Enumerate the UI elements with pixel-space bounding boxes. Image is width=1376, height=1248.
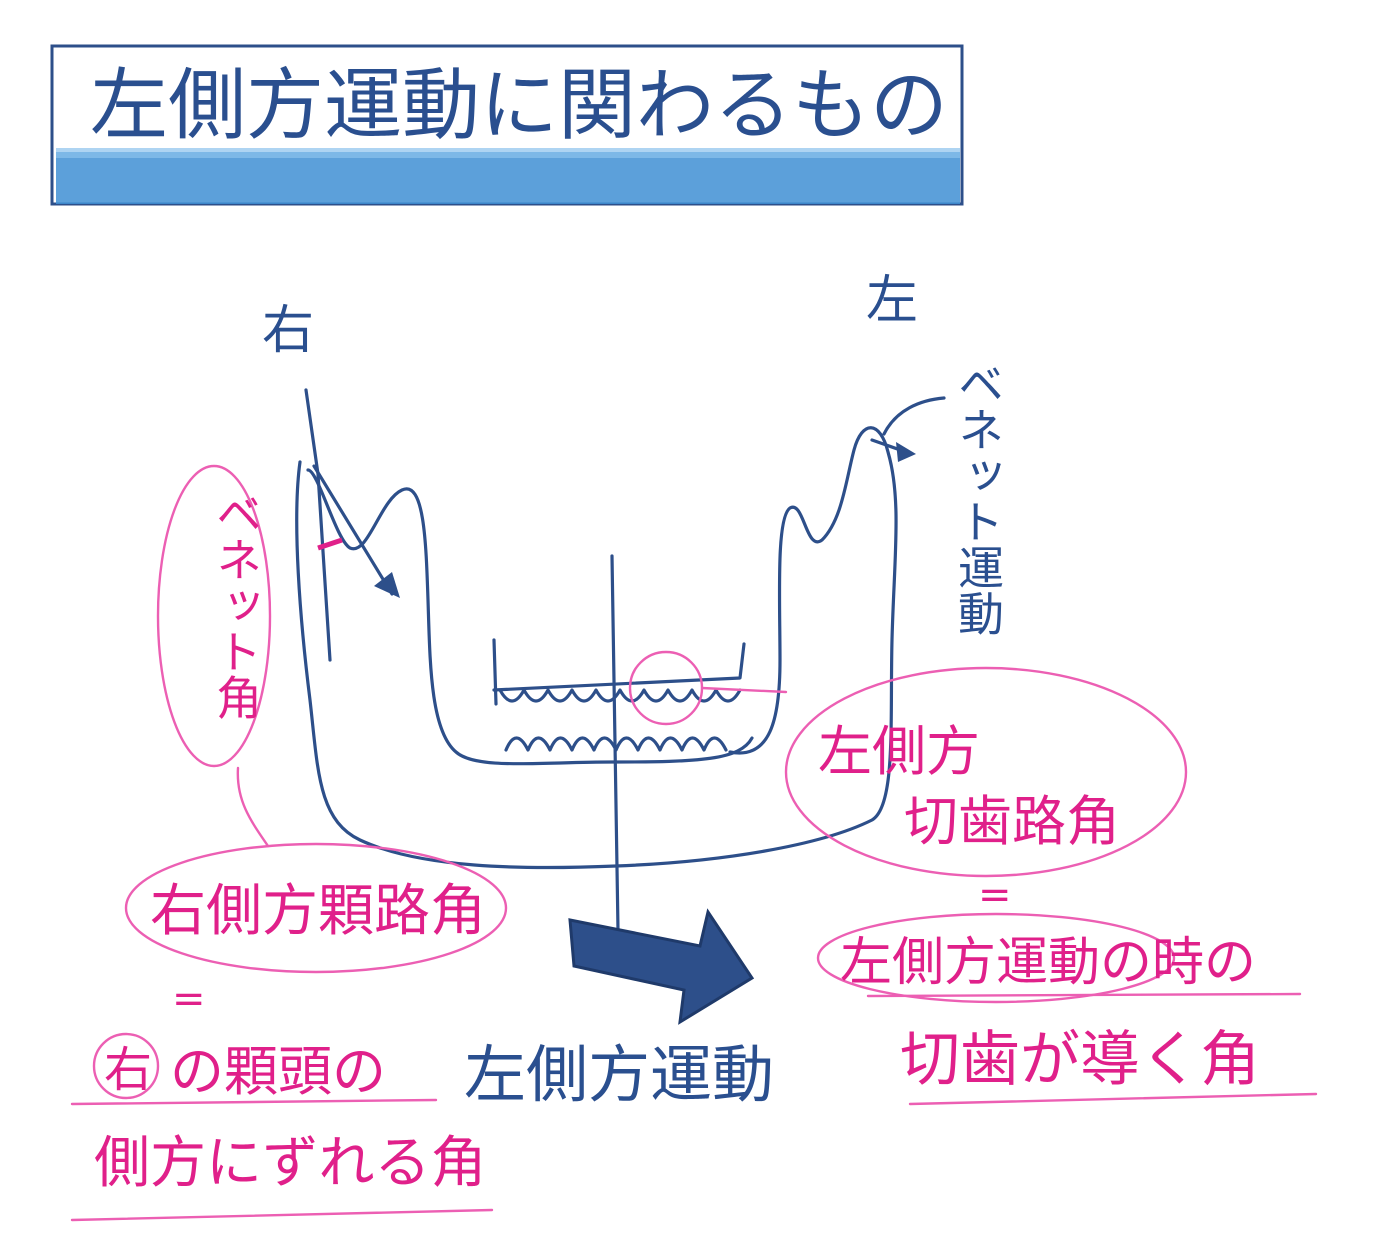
pink-annotations: ベネット角 左側方 切歯路角 右側方顆路角 = = 右 の顆頭の 側方にずれる角… xyxy=(70,464,1318,1222)
left-side-label: 左 xyxy=(866,271,918,331)
explanation-right-line1: の顆頭の xyxy=(170,1040,386,1103)
mandible-outer-outline xyxy=(295,426,898,870)
bennett-angle-mark xyxy=(317,537,343,551)
upper-teeth xyxy=(498,688,742,703)
left-lateral-movement-arrow xyxy=(568,908,755,1025)
condylar-path-bubble xyxy=(124,842,508,974)
right-condyle-arrow xyxy=(312,464,394,596)
mandible-inner-outline xyxy=(306,468,754,766)
explanation-left-underline1 xyxy=(866,992,1302,998)
explanation-left-line2: 切歯が導く角 xyxy=(900,1025,1260,1095)
right-side-label: 右 xyxy=(262,301,314,361)
upper-arch-line xyxy=(492,638,746,706)
midline xyxy=(610,554,620,932)
incisal-path-bubble xyxy=(784,666,1188,878)
explanation-left-bubble xyxy=(816,912,1176,1004)
incisor-circle xyxy=(628,650,704,726)
explanation-left-underline2 xyxy=(908,1092,1318,1106)
right-vertical-axis xyxy=(304,388,332,662)
bennett-angle-connector xyxy=(236,766,270,848)
title-box: 左側方運動に関わるもの xyxy=(50,44,964,206)
lower-teeth xyxy=(504,736,728,752)
equals-mark-left: = xyxy=(978,872,1012,918)
bennett-angle-bubble xyxy=(156,464,272,768)
equals-mark-right: = xyxy=(172,976,206,1022)
explanation-right-underline2 xyxy=(70,1208,494,1222)
explanation-right-underline1 xyxy=(70,1098,438,1106)
explanation-right-line2: 側方にずれる角 xyxy=(94,1131,487,1196)
bennett-movement-label: ベネット運動 xyxy=(951,360,1005,636)
bennett-movement-pointer xyxy=(882,396,946,436)
incisor-connector xyxy=(700,686,788,694)
page-title: 左側方運動に関わるもの xyxy=(90,61,948,151)
movement-label: 左側方運動 xyxy=(464,1038,774,1111)
circled-right-marker xyxy=(92,1032,160,1100)
bennett-angle-label: ベネット角 xyxy=(209,490,263,720)
explanation-left-line1: 左側方運動の時の xyxy=(840,933,1256,993)
incisal-path-label-line2: 切歯路角 xyxy=(904,790,1120,853)
explanation-right-circled: 右 xyxy=(104,1042,152,1098)
incisal-path-label-line1: 左側方 xyxy=(818,720,980,783)
title-underline-bar xyxy=(56,152,960,204)
condylar-path-label: 右側方顆路角 xyxy=(150,879,486,944)
mandible-drawing xyxy=(295,388,946,932)
